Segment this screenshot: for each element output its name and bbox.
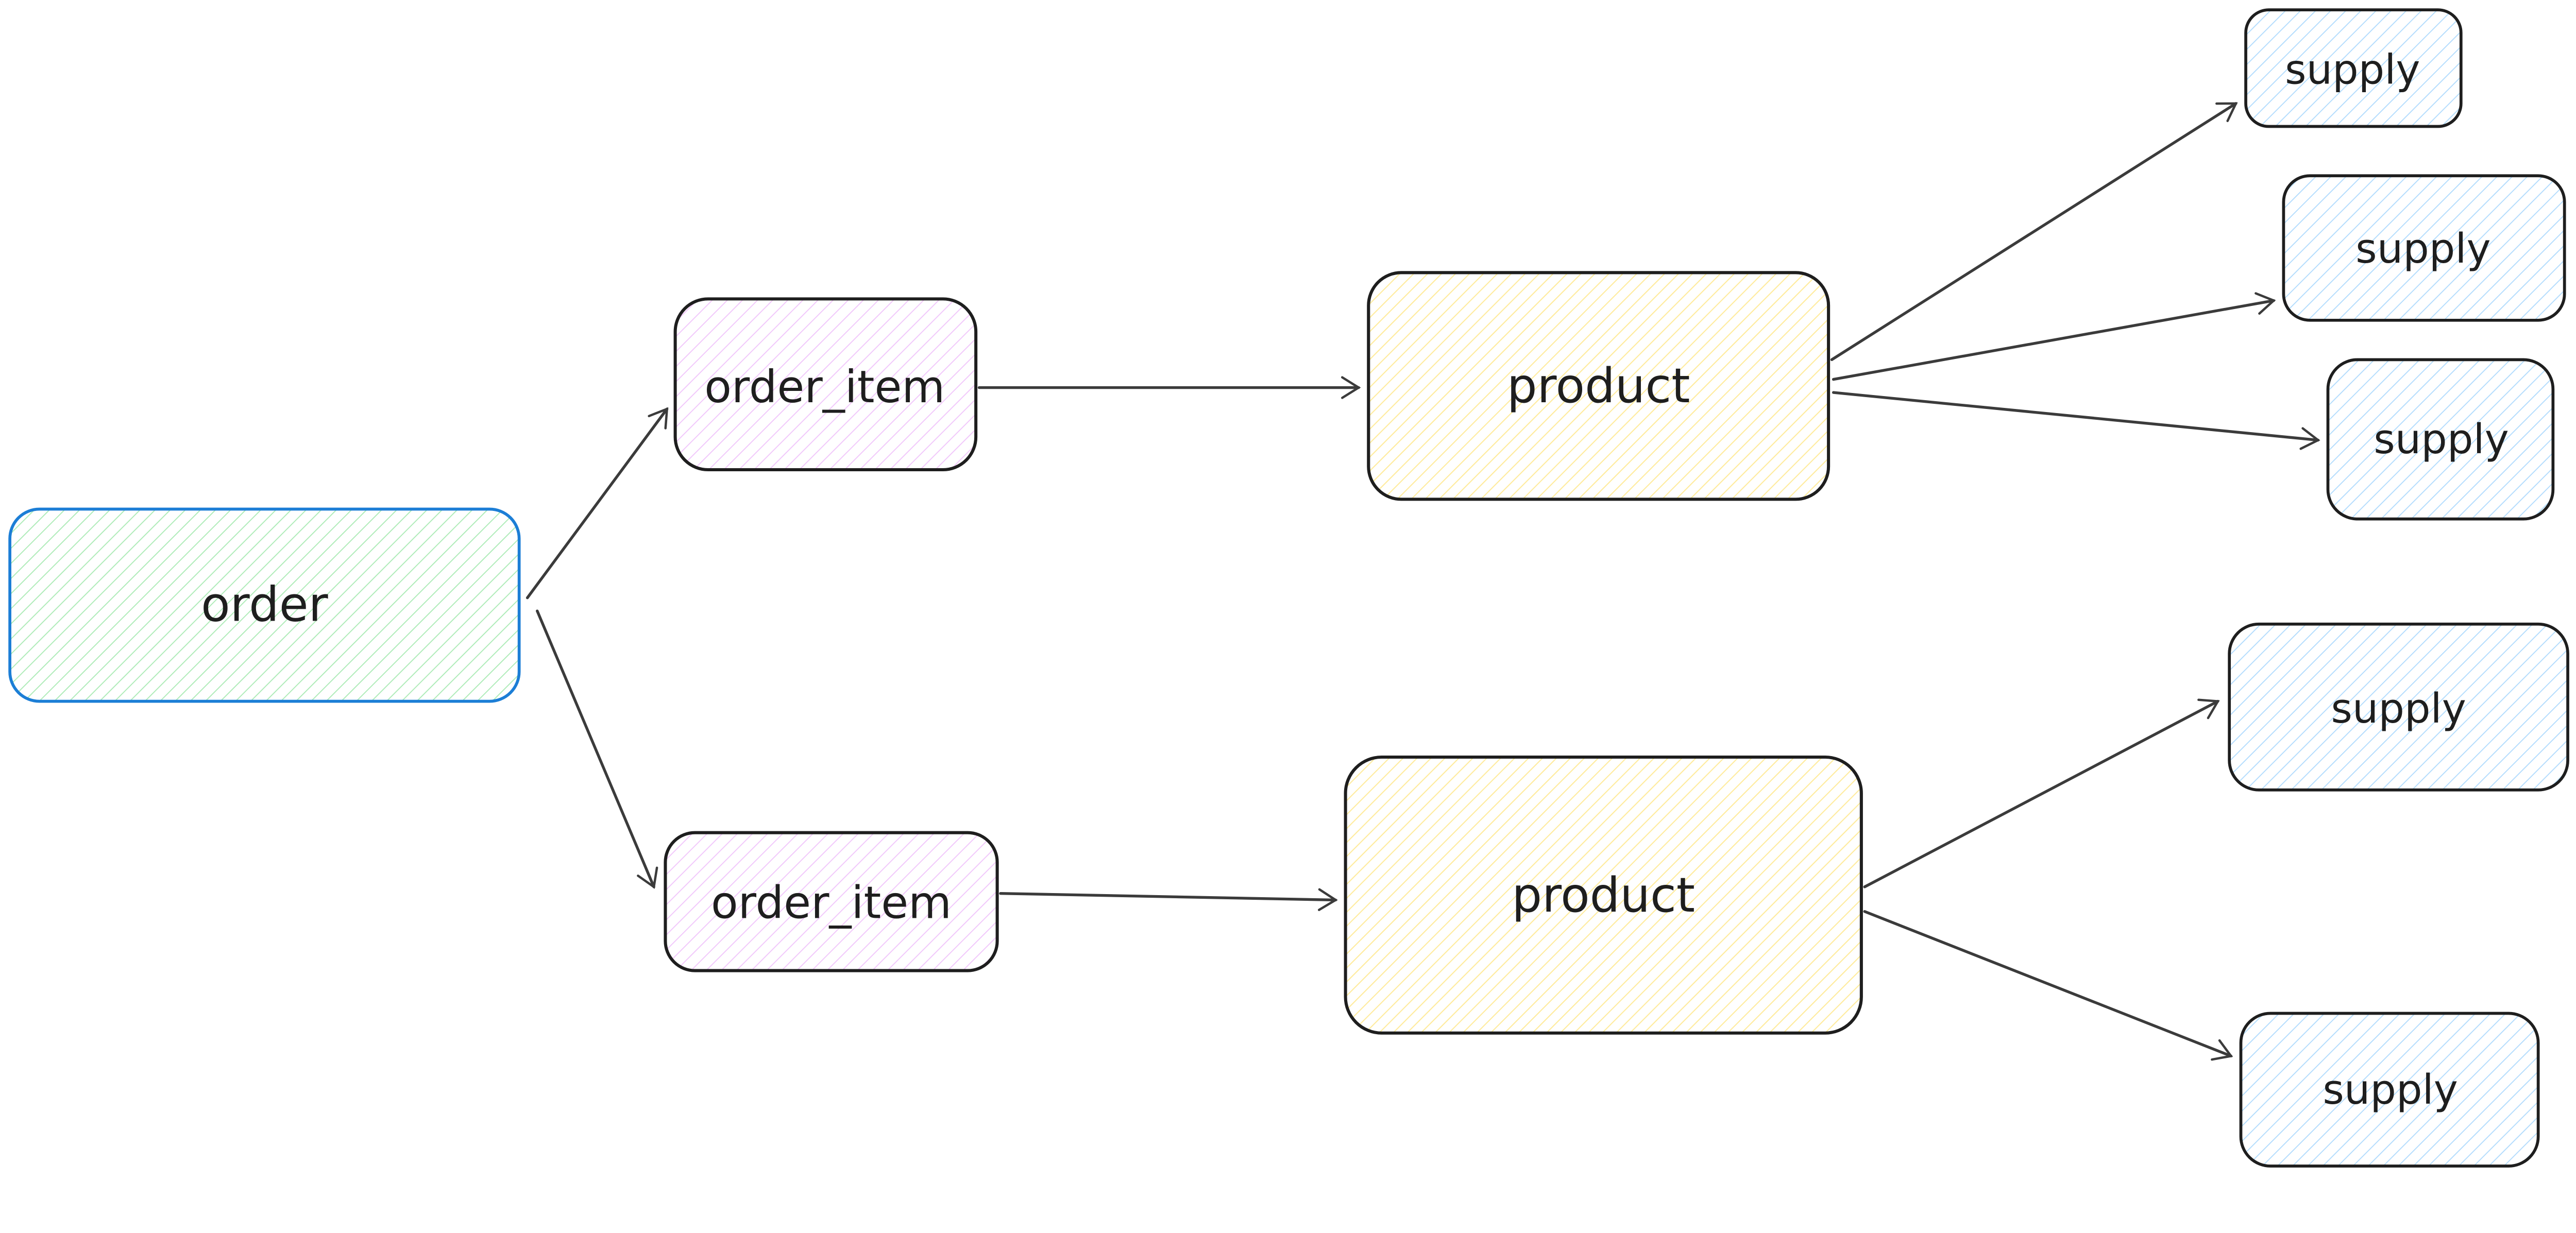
node-product-1[interactable]: product <box>1367 271 1831 501</box>
edge-product-2-to-supply-5[interactable] <box>1863 910 2233 1061</box>
order-item-1-box[interactable] <box>673 297 978 472</box>
order-item-2-box[interactable] <box>664 831 999 972</box>
edge-product-1-to-supply-1[interactable] <box>1830 102 2238 362</box>
supply-4-box[interactable] <box>2228 622 2569 792</box>
node-supply-5[interactable]: supply <box>2239 1012 2540 1168</box>
edges-layer <box>526 102 2320 1061</box>
supply-3-box[interactable] <box>2326 358 2555 521</box>
node-supply-1[interactable]: supply <box>2244 8 2463 128</box>
nodes-layer: order order_item order_item product prod… <box>8 8 2569 1168</box>
node-supply-4[interactable]: supply <box>2228 622 2569 792</box>
product-2-box[interactable] <box>1344 755 1863 1035</box>
node-order[interactable]: order <box>8 507 521 703</box>
product-1-box[interactable] <box>1367 271 1831 501</box>
order-item-2-label: order_item <box>711 878 952 929</box>
order-box[interactable] <box>8 507 521 703</box>
edge-order-item-2-to-product-2[interactable] <box>999 888 1338 912</box>
supply-2-box[interactable] <box>2282 174 2566 322</box>
product-1-label: product <box>1507 358 1690 414</box>
supply-3-label: supply <box>2374 415 2509 463</box>
node-product-2[interactable]: product <box>1344 755 1863 1035</box>
diagram-canvas: order order_item order_item product prod… <box>8 8 2569 1168</box>
node-supply-3[interactable]: supply <box>2326 358 2555 521</box>
supply-2-label: supply <box>2355 225 2491 272</box>
supply-1-box[interactable] <box>2244 8 2463 128</box>
supply-5-box[interactable] <box>2239 1012 2540 1168</box>
flow-diagram: order order_item order_item product prod… <box>8 8 2569 1168</box>
edge-order-to-order-item-2[interactable] <box>536 609 658 889</box>
order-label: order <box>201 576 329 632</box>
edge-product-1-to-supply-3[interactable] <box>1832 391 2320 450</box>
product-2-label: product <box>1512 867 1695 923</box>
order-item-1-label: order_item <box>704 362 945 413</box>
supply-5-label: supply <box>2323 1066 2458 1114</box>
edge-order-to-order-item-1[interactable] <box>526 407 669 600</box>
supply-1-label: supply <box>2285 46 2420 94</box>
edge-product-2-to-supply-4[interactable] <box>1863 698 2220 888</box>
supply-4-label: supply <box>2331 684 2466 732</box>
node-order-item-2[interactable]: order_item <box>664 831 999 972</box>
node-order-item-1[interactable]: order_item <box>673 297 978 472</box>
edge-product-1-to-supply-2[interactable] <box>1832 292 2276 381</box>
node-supply-2[interactable]: supply <box>2282 174 2566 322</box>
